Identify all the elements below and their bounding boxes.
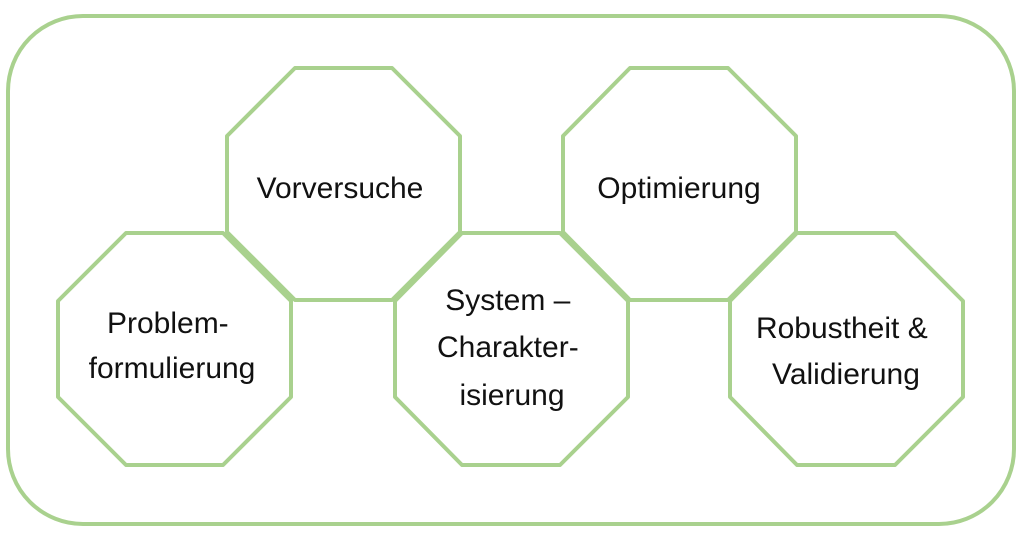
node-label: Robustheit & Validierung: [756, 312, 936, 391]
octagon-shape: [225, 66, 462, 302]
node-label: System – Charakter- isierung: [437, 284, 587, 412]
label-line: Problem-: [107, 307, 229, 340]
label-line: Optimierung: [597, 172, 760, 205]
node-problemformulierung: Problem- formulierung: [56, 231, 293, 467]
label-line: Robustheit &: [756, 312, 928, 345]
label-line: Validierung: [772, 358, 920, 391]
node-system-charakterisierung: System – Charakter- isierung: [393, 231, 630, 467]
label-line: System –: [445, 284, 570, 317]
octagon-shape: [728, 231, 965, 467]
outer-frame: [6, 14, 1016, 526]
node-label: Optimierung: [597, 172, 760, 205]
node-vorversuche: Vorversuche: [225, 66, 462, 302]
label-line: formulierung: [89, 352, 256, 385]
node-optimierung: Optimierung: [561, 66, 798, 302]
label-line: Vorversuche: [257, 172, 424, 205]
node-label: Problem- formulierung: [89, 307, 256, 385]
label-line: isierung: [459, 379, 564, 412]
octagon-shape: [393, 231, 630, 467]
label-line: Charakter-: [437, 331, 579, 364]
octagon-shape: [56, 231, 293, 467]
node-robustheit-validierung: Robustheit & Validierung: [728, 231, 965, 467]
octagon-shape: [561, 66, 798, 302]
node-label: Vorversuche: [257, 172, 424, 205]
